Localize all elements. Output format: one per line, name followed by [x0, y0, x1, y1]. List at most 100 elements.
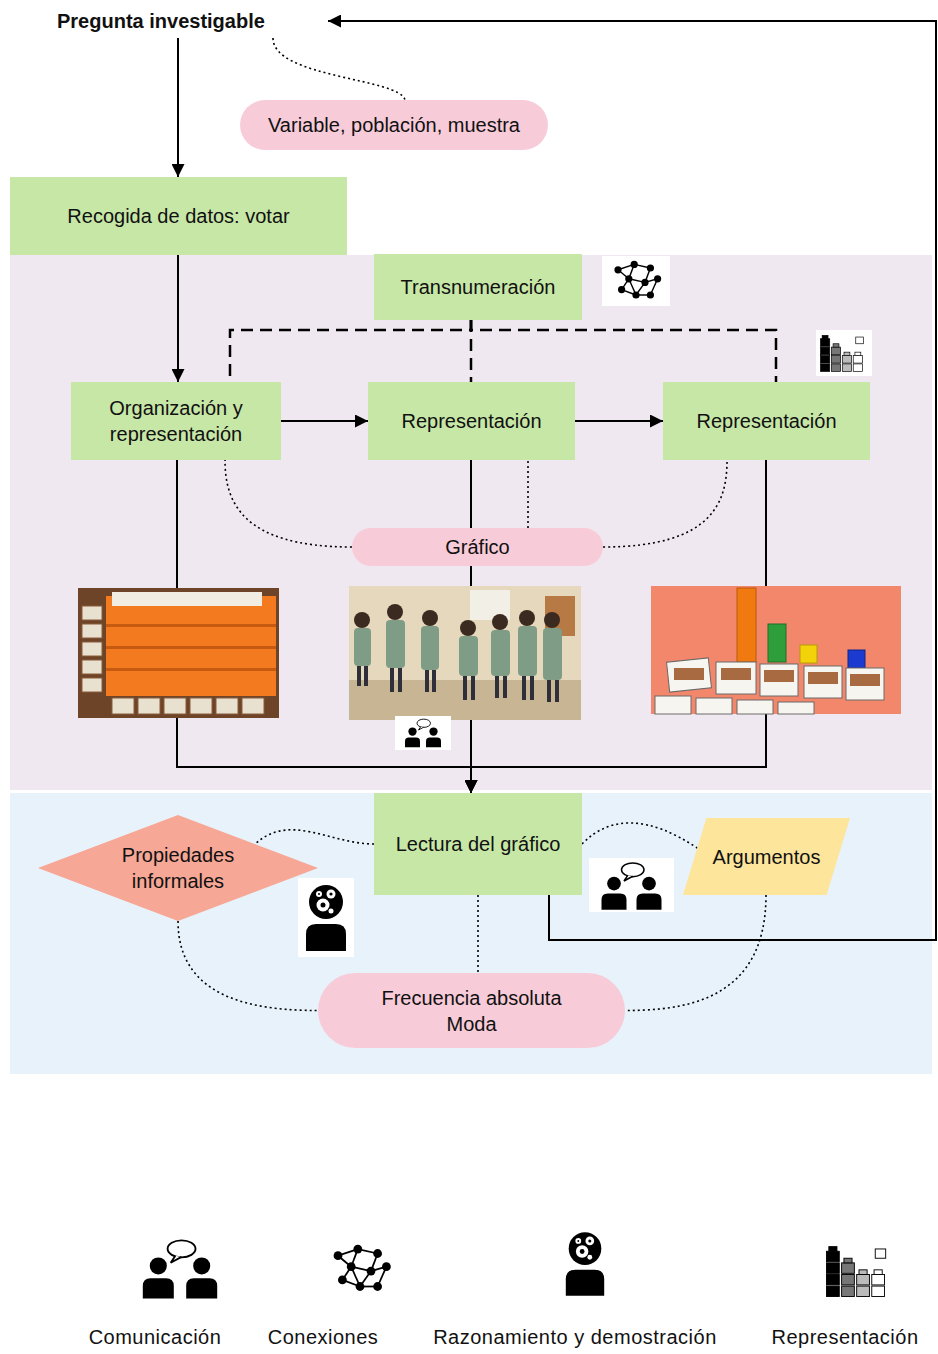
process-box: Organización y representación: [71, 382, 281, 460]
connections-icon-part: [614, 261, 661, 299]
connector: [255, 830, 374, 844]
connector: [273, 38, 405, 100]
photo-block-graph-part-part: [716, 662, 756, 694]
communication-icon-part: [405, 719, 441, 747]
photo-children-voting-part-part: [354, 612, 370, 628]
photo-children-voting-part-part: [354, 628, 371, 666]
connector: [625, 895, 766, 1011]
reading-band: [10, 793, 932, 1074]
process-box: Representación: [663, 382, 870, 460]
photo-ranking-boxes-part: [78, 588, 279, 718]
concept-pill: Gráfico: [352, 528, 603, 566]
photo-children-voting-part-part: [518, 626, 537, 676]
photo-block-graph-part: [737, 588, 756, 662]
photo-block-graph-part-part: [808, 672, 838, 684]
connector: [328, 21, 936, 940]
connector: [527, 460, 529, 528]
photo-children-voting: [349, 586, 581, 720]
photo-block-graph-part: [651, 586, 901, 714]
legend-label: Comunicación: [89, 1326, 222, 1349]
node-text: Recogida de datos: votar: [67, 203, 289, 229]
concept-pill: Variable, población, muestra: [240, 100, 548, 150]
process-box: Transnumeración: [374, 254, 582, 320]
reasoning-icon: [298, 878, 354, 957]
connector: [603, 460, 727, 547]
photo-block-graph-part-part: [778, 702, 814, 714]
reasoning-icon-part: [306, 885, 346, 951]
photo-block-graph-part: [768, 624, 786, 662]
photo-children-voting-part: [357, 666, 559, 702]
photo-children-voting-part-part: [387, 604, 403, 620]
process-box: Recogida de datos: votar: [10, 177, 347, 255]
communication-icon: [395, 716, 451, 750]
question-label: Pregunta investigable: [50, 6, 320, 36]
legend-label: Razonamiento y demostración: [433, 1326, 717, 1349]
photo-block-graph-part-part: [721, 668, 751, 680]
photo-children-voting-part-part: [460, 620, 476, 636]
photo-ranking-boxes-part-part: [82, 678, 102, 692]
photo-ranking-boxes-part-part: [138, 698, 160, 714]
node-text: Pregunta investigable: [57, 8, 265, 34]
node-text: Frecuencia absoluta: [381, 985, 561, 1011]
arguments-parallelogram: Argumentos: [683, 818, 850, 895]
photo-block-graph-part: [848, 650, 865, 668]
photo-block-graph-part-part: [655, 696, 691, 714]
photo-ranking-boxes-part: [106, 646, 276, 649]
photo-children-voting-part-part: [459, 636, 478, 676]
photo-ranking-boxes-part-part: [216, 698, 238, 714]
communication-icon-part: [602, 863, 662, 910]
photo-block-graph-part-part: [667, 658, 712, 692]
connector: [471, 320, 776, 382]
legend-representation-icon: [827, 1247, 886, 1297]
photo-ranking-boxes-part-part: [82, 642, 102, 656]
photo-children-voting-part-part: [471, 676, 475, 700]
process-box: Representación: [368, 382, 575, 460]
photo-children-voting-part-part: [390, 668, 394, 692]
node-text: Organización y representación: [81, 395, 271, 447]
connector: [177, 255, 179, 382]
communication-icon-part: [395, 716, 451, 750]
photo-block-graph-part-part: [846, 668, 884, 700]
process-box: Lectura del gráfico: [374, 793, 582, 895]
photo-children-voting-part-part: [522, 676, 526, 700]
photo-children-voting-part-part: [422, 610, 438, 626]
photo-ranking-boxes-part-part: [112, 698, 134, 714]
photo-ranking-boxes-part-part: [164, 698, 186, 714]
photo-children-voting-part: [349, 586, 581, 720]
photo-children-voting-part-part: [357, 666, 361, 686]
photo-children-voting-part-part: [543, 628, 562, 680]
node-text: Argumentos: [713, 844, 821, 870]
communication-icon-part: [589, 858, 674, 912]
node-shape: [318, 973, 625, 1048]
legend-label: Conexiones: [268, 1326, 379, 1349]
photo-children-voting-part-part: [421, 626, 439, 670]
photo-block-graph-part: [655, 658, 884, 714]
photo-block-graph-part-part: [804, 666, 842, 698]
node-text: Transnumeración: [401, 274, 556, 300]
photo-block-graph-part-part: [737, 700, 773, 714]
photo-ranking-boxes-part: [106, 624, 276, 627]
photo-ranking-boxes-part: [106, 596, 276, 696]
connector: [177, 38, 179, 177]
connector: [477, 895, 479, 973]
connector: [281, 420, 368, 422]
photo-ranking-boxes-part-part: [190, 698, 212, 714]
legend-reasoning-icon: [566, 1232, 604, 1295]
legend-label: Representación: [771, 1326, 918, 1349]
photo-children-voting-part-part: [519, 610, 535, 626]
photo-children-voting-part-part: [432, 670, 436, 692]
legend-connections-icon: [334, 1245, 391, 1291]
photo-children-voting-part-part: [530, 676, 534, 700]
photo-children-voting-part-part: [364, 666, 368, 686]
photo-children-voting-part-part: [495, 676, 499, 698]
connector: [575, 420, 663, 422]
photo-block-graph-part: [674, 668, 880, 686]
photo-ranking-boxes-part: [112, 592, 262, 606]
connections-icon: [602, 256, 670, 306]
node-shape: [38, 815, 318, 921]
photo-ranking-boxes-part-part: [242, 698, 264, 714]
photo-block-graph: [651, 586, 901, 714]
node-text: Lectura del gráfico: [396, 831, 561, 857]
photo-ranking-boxes-part: [106, 668, 276, 671]
concept-pill: Frecuencia absolutaModa: [318, 973, 625, 1048]
